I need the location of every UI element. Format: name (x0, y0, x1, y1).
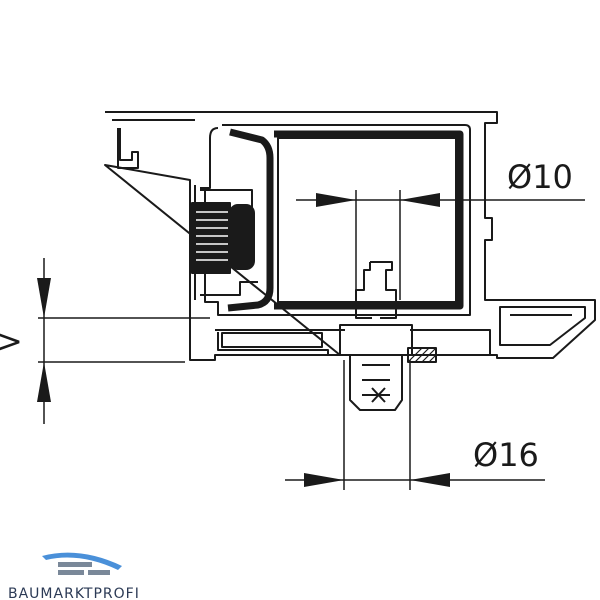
gasket-knurl (196, 211, 228, 261)
gasket-cap (229, 204, 255, 270)
logo-bar-1 (58, 562, 92, 567)
profile-outline (104, 111, 596, 361)
logo-roof-icon (42, 552, 122, 570)
dim-top-label: Ø10 (507, 158, 573, 196)
fastener (339, 261, 413, 411)
right-lip (499, 306, 586, 346)
logo-text: BAUMARKTPROFI (8, 586, 140, 600)
seal-band (227, 128, 464, 312)
dim16-arrow-right (410, 473, 450, 487)
dim10-arrow-left (316, 193, 356, 207)
logo-bar-2 (58, 570, 84, 575)
dim-bottom-label: Ø16 (473, 436, 539, 474)
dimv-arrow-bottom (37, 362, 51, 402)
chamber-inner (277, 137, 457, 303)
bottom-plate (215, 329, 491, 355)
gasket-block (191, 202, 231, 274)
dim16-arrow-left (304, 473, 344, 487)
chamber-outer (204, 124, 471, 316)
top-left-hook (112, 119, 195, 169)
dimv-arrow-top (37, 278, 51, 318)
dim-left-mark: > (0, 322, 23, 360)
hatch-lines (407, 347, 437, 363)
dim10-arrow-right (400, 193, 440, 207)
bottom-slot (221, 332, 323, 348)
logo-bar-3 (88, 570, 110, 575)
baumarktprofi-logo: BAUMARKTPROFI (8, 552, 140, 600)
